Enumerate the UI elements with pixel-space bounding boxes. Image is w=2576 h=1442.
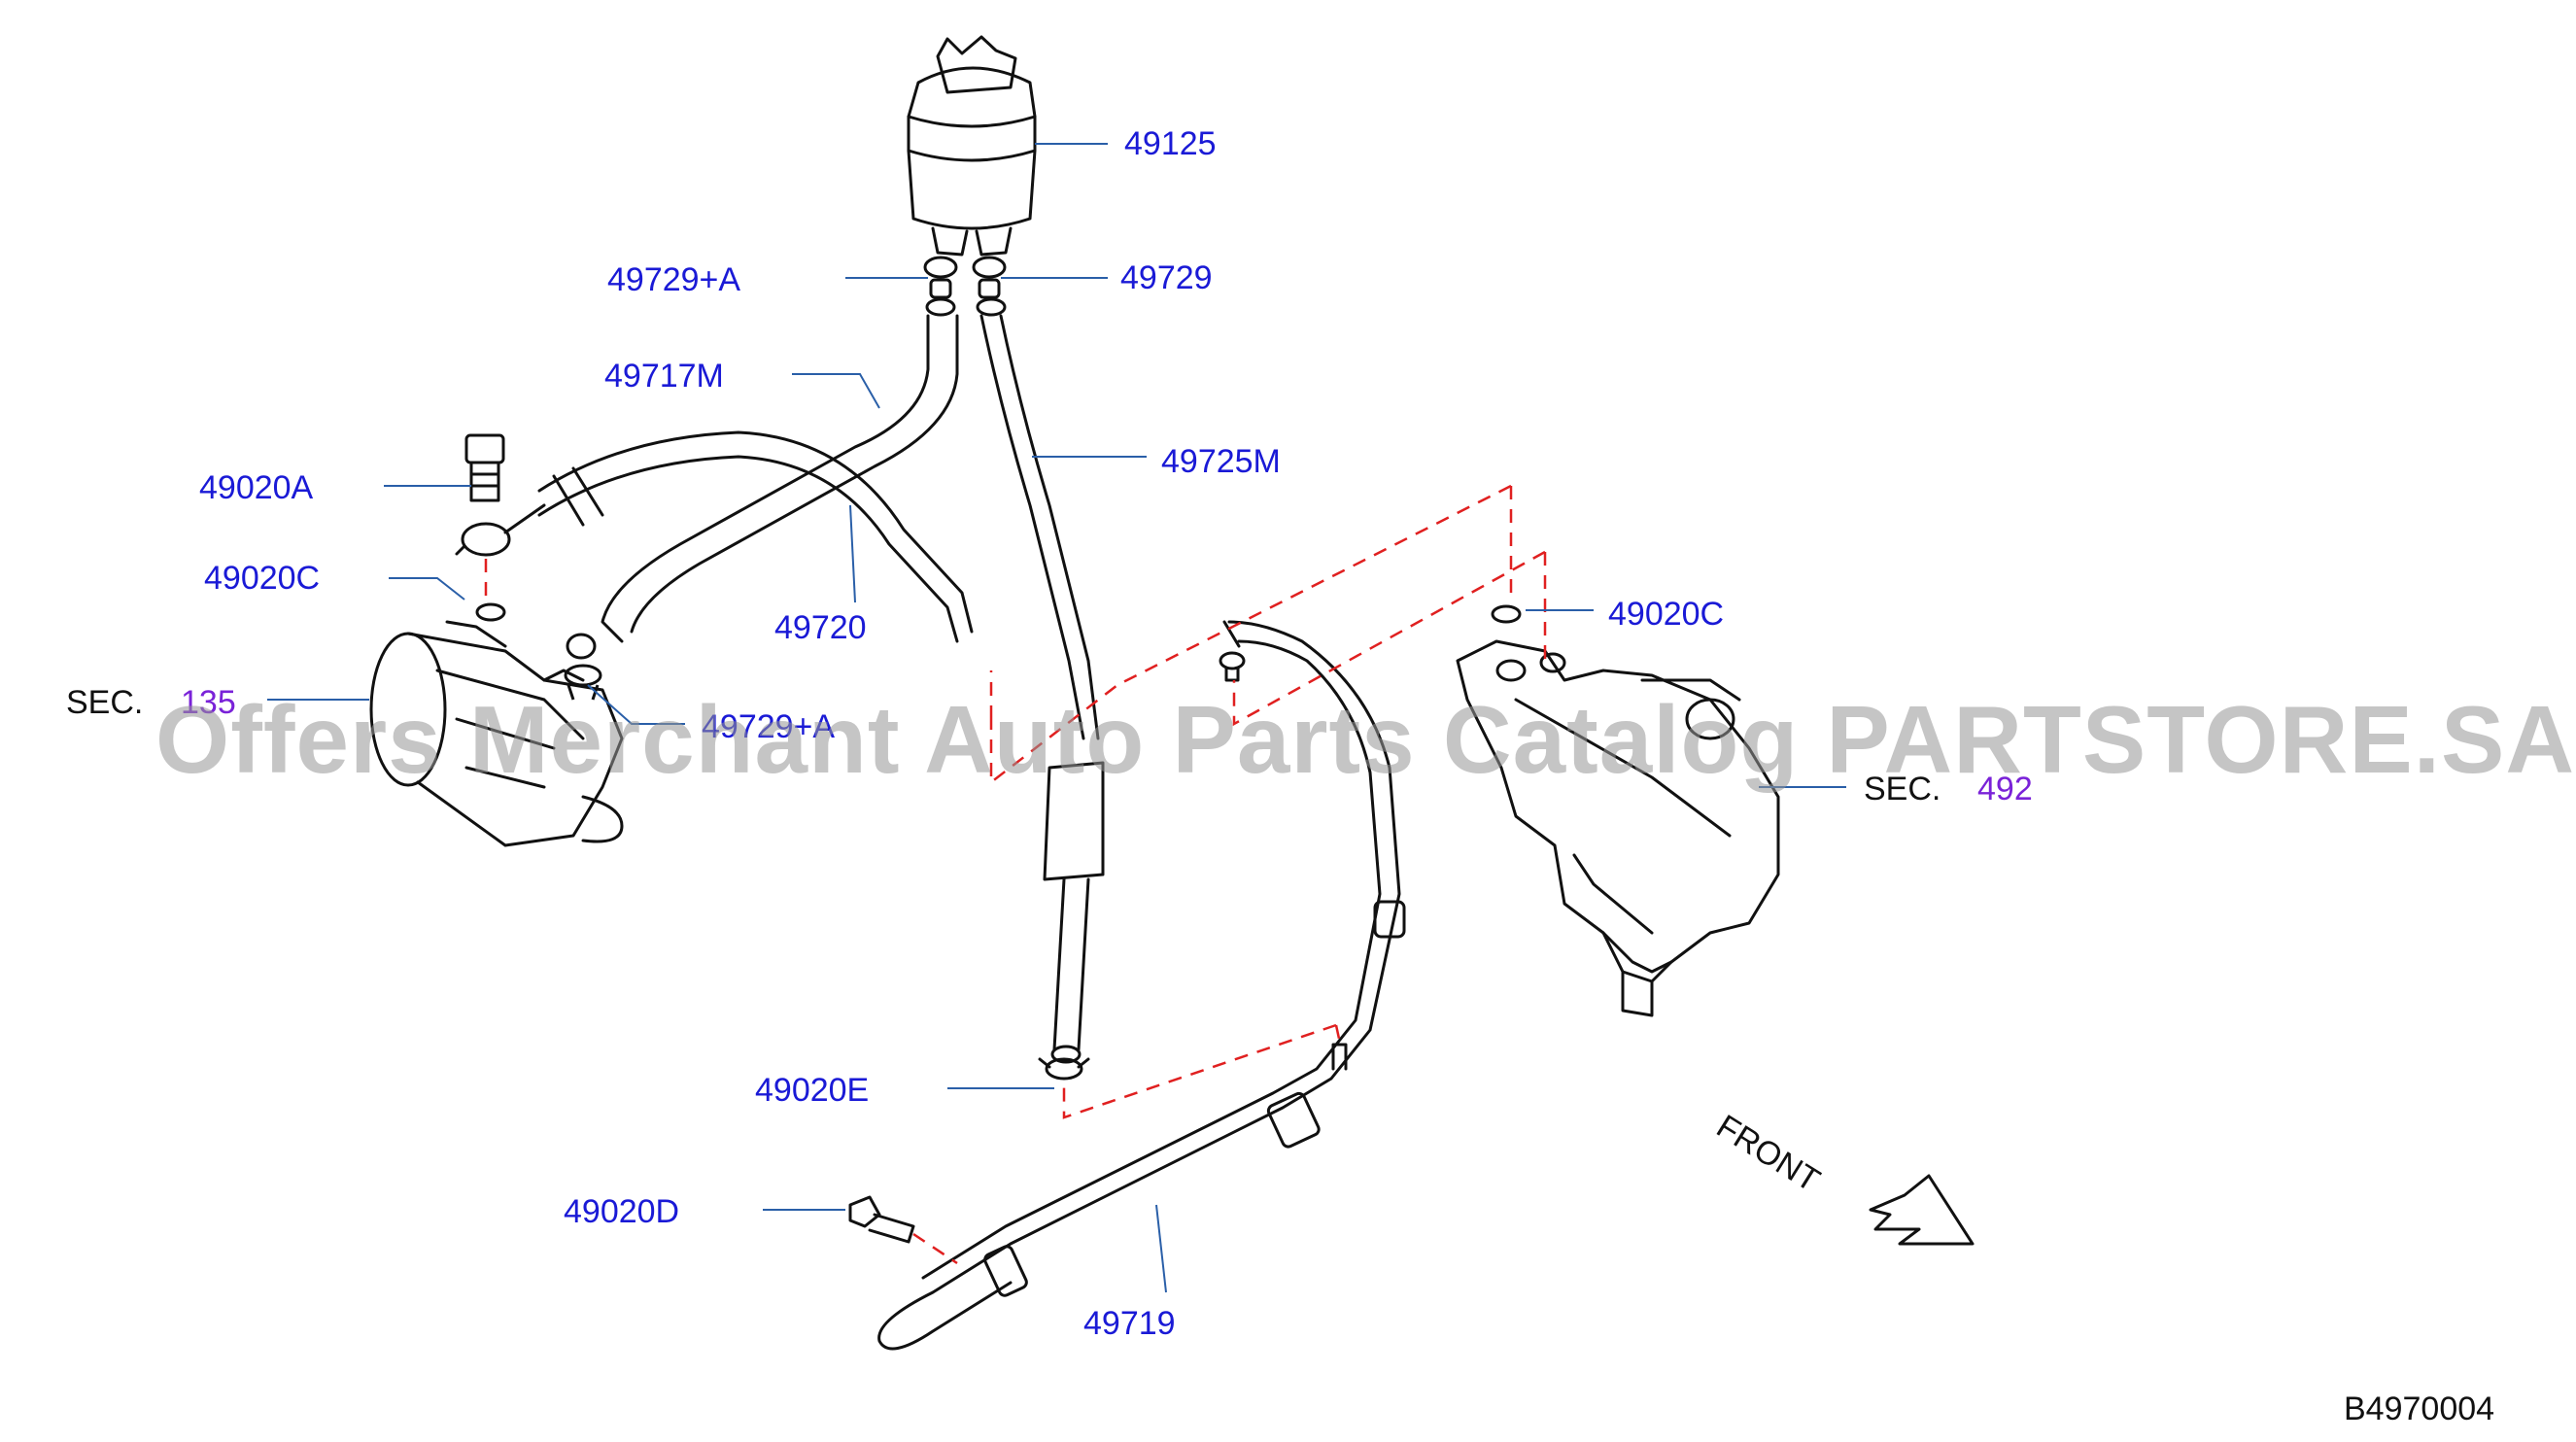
power-steering-pump	[369, 620, 624, 847]
banjo-bolt-49020a	[464, 433, 505, 502]
reservoir-tank	[907, 35, 1037, 257]
front-arrow-icon	[1869, 1174, 1975, 1246]
banjo-fitting-left	[455, 503, 546, 622]
label-sec-right: SEC.	[1864, 771, 1941, 807]
label-49729-a-mid[interactable]: 49729+A	[702, 708, 836, 745]
label-49729-a-top[interactable]: 49729+A	[607, 261, 741, 298]
label-49020c-left[interactable]: 49020C	[204, 560, 321, 597]
suction-hose-49717m	[601, 314, 959, 643]
leader-lines	[267, 143, 1846, 1293]
label-49020a[interactable]: 49020A	[199, 469, 314, 506]
hose-clamp-pump	[564, 664, 602, 701]
hose-clamps-top	[923, 256, 1007, 317]
label-49729[interactable]: 49729	[1120, 259, 1213, 296]
watermark-text: Offers Merchant Auto Parts Catalog PARTS…	[155, 686, 2576, 793]
label-49020e[interactable]: 49020E	[755, 1072, 870, 1109]
label-49125[interactable]: 49125	[1124, 125, 1217, 162]
label-sec-135[interactable]: 135	[181, 684, 236, 721]
pressure-line-49719	[877, 620, 1406, 1351]
label-49720[interactable]: 49720	[774, 609, 867, 646]
label-49719[interactable]: 49719	[1083, 1305, 1176, 1342]
steering-gear-box	[1456, 604, 1780, 1017]
return-hose-49725m	[979, 314, 1105, 1064]
diagram-code: B4970004	[2344, 1390, 2495, 1427]
label-sec-left: SEC.	[66, 684, 144, 721]
bolt-49020d	[848, 1195, 915, 1244]
label-49725m[interactable]: 49725M	[1161, 443, 1281, 480]
assembly-guide-lines	[484, 484, 1547, 1265]
label-49020d[interactable]: 49020D	[564, 1193, 680, 1230]
label-sec-492[interactable]: 492	[1977, 771, 2033, 807]
clamp-49020e	[1038, 1057, 1090, 1081]
label-49717m[interactable]: 49717M	[604, 358, 724, 395]
pressure-hose-49720	[537, 430, 974, 643]
label-49020c-right[interactable]: 49020C	[1608, 596, 1725, 633]
